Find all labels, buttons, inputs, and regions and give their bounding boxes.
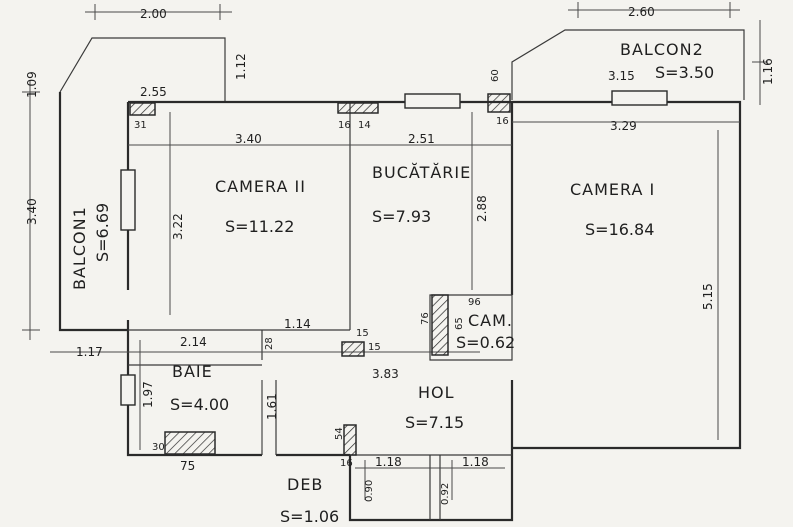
dim-wall-28: 28 <box>264 337 275 350</box>
dim-wall-16b: 16 <box>496 116 509 127</box>
dim-deb-right: 1.18 <box>462 455 489 469</box>
dim-wall-16c: 16 <box>340 458 353 469</box>
dim-wall-76: 76 <box>420 312 431 325</box>
deb-name: DEB <box>287 475 323 494</box>
camera1-name: CAMERA I <box>570 180 655 199</box>
camera2-area: S=11.22 <box>225 217 294 236</box>
window-baie <box>120 374 136 406</box>
dim-camera1-width: 3.29 <box>610 119 637 133</box>
dim-kitchen-width: 2.51 <box>408 132 435 146</box>
dim-deb-left: 1.18 <box>375 455 402 469</box>
dim-baie-height: 1.97 <box>141 381 155 408</box>
camera1-area: S=16.84 <box>585 220 654 239</box>
dim-deb-h1: 0.90 <box>364 480 375 502</box>
interior-dimension-lines <box>50 112 740 500</box>
dim-wall-96: 96 <box>468 297 481 308</box>
window-kitchen <box>404 93 461 109</box>
dim-camera1-height: 5.15 <box>701 283 715 310</box>
window-camera1 <box>611 90 668 106</box>
dim-balcon2-depth: 1.16 <box>761 58 775 85</box>
deb-area: S=1.06 <box>280 507 339 526</box>
dim-wall-15a: 15 <box>356 328 369 339</box>
hol-area: S=7.15 <box>405 413 464 432</box>
balcon1-outline <box>22 37 226 340</box>
dim-wall-14: 14 <box>358 120 371 131</box>
dimension-labels: 2.00 2.60 1.09 3.40 2.55 1.12 3.40 3.22 … <box>25 5 775 505</box>
top-dimensions <box>85 2 740 20</box>
dim-hall-width: 3.83 <box>372 367 399 381</box>
dim-wall-16a: 16 <box>338 120 351 131</box>
camera2-name: CAMERA II <box>215 177 306 196</box>
dim-wall-30: 30 <box>152 442 165 453</box>
dim-wall-75: 75 <box>180 459 195 473</box>
hol-name: HOL <box>418 383 455 402</box>
dim-kitchen-height: 2.88 <box>475 195 489 222</box>
balcon2-area: S=3.50 <box>655 63 714 82</box>
cam-name: CAM. <box>468 311 513 330</box>
dim-wall-15b: 15 <box>368 342 381 353</box>
baie-name: BAIE <box>172 362 213 381</box>
room-labels: CAMERA II S=11.22 BUCĂTĂRIE S=7.93 CAMER… <box>70 40 714 526</box>
dim-left-offset: 1.17 <box>76 345 103 359</box>
dim-b1-width: 2.55 <box>140 85 167 99</box>
dim-top-left: 2.00 <box>140 7 167 21</box>
dim-hall-height: 1.61 <box>265 393 279 420</box>
balcon2-outline <box>511 20 768 105</box>
balcon1-name: BALCON1 <box>70 206 89 290</box>
dim-balcon1-length: 3.40 <box>25 198 39 225</box>
dim-hall-left: 1.14 <box>284 317 311 331</box>
dim-camera2-width: 3.40 <box>235 132 262 146</box>
dim-camera2-height: 3.22 <box>171 213 185 240</box>
bucatarie-area: S=7.93 <box>372 207 431 226</box>
dim-balcon1-depth: 1.09 <box>25 71 39 98</box>
dim-deb-h2: 0.92 <box>440 483 451 505</box>
hatched-columns <box>129 93 511 456</box>
window-camera2 <box>120 169 136 231</box>
balcon1-area: S=6.69 <box>93 203 112 262</box>
dim-b1-right: 1.12 <box>234 53 248 80</box>
dim-balcon2-width: 3.15 <box>608 69 635 83</box>
dim-wall-65: 65 <box>454 317 465 330</box>
dim-wall-54: 54 <box>334 427 345 440</box>
dim-wall-31: 31 <box>134 120 147 131</box>
balcon2-name: BALCON2 <box>620 40 704 59</box>
bucatarie-name: BUCĂTĂRIE <box>372 163 471 182</box>
dim-baie-width: 2.14 <box>180 335 207 349</box>
dim-top-right: 2.60 <box>628 5 655 19</box>
cam-area: S=0.62 <box>456 333 515 352</box>
dim-b2-offset: 60 <box>490 69 501 82</box>
windows <box>120 90 668 406</box>
baie-area: S=4.00 <box>170 395 229 414</box>
